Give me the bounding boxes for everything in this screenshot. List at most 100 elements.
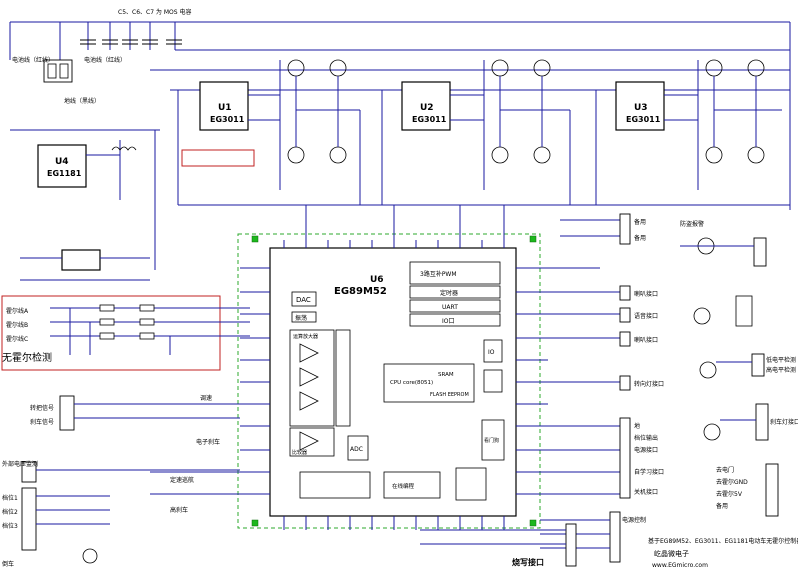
- half-bridge-1: [177, 59, 790, 206]
- u6-uart-label: UART: [442, 304, 458, 311]
- elec-brake-label: 电子刹车: [196, 438, 220, 446]
- battery-connector[interactable]: [43, 59, 73, 83]
- spare1-label: 备用: [634, 218, 646, 226]
- footer-title: 基于EG89M52、EG3011、EG1181电动车无霍尔控制器原理图: [648, 537, 798, 545]
- power-bus: [9, 21, 791, 210]
- bottom-right-connector[interactable]: [540, 511, 621, 563]
- half-bridge-3: [595, 59, 782, 205]
- j-b-label: 去霍尔GND: [716, 478, 748, 486]
- u6-uart-block: [409, 299, 501, 313]
- gear-a-label: 档位1: [2, 494, 18, 502]
- u6-opamp-label: 运算放大器: [293, 333, 318, 340]
- learn-label: 自学习接口: [634, 468, 664, 476]
- input-capacitors: [80, 39, 182, 45]
- ground-lbl: 地: [634, 422, 640, 430]
- u3-chip: [615, 81, 665, 131]
- u6-boundary: [237, 233, 541, 529]
- battery-pos-label: 电池线（红线）: [12, 56, 54, 64]
- u6-bottom-pins: [283, 516, 505, 530]
- light-circuit: [619, 353, 765, 391]
- u6-dac-label: DAC: [296, 296, 311, 304]
- u6-osc-block: [291, 311, 317, 323]
- u6-port-block: [409, 313, 501, 327]
- footer-url: www.EGmicro.com: [652, 562, 708, 569]
- pwr-ctrl-label: 电源控制: [622, 516, 646, 524]
- u6-pins: [251, 235, 537, 527]
- j-a-label: 去电门: [716, 466, 734, 474]
- brake-lamp-circuit: [703, 403, 769, 441]
- u2-part: EG3011: [412, 115, 447, 124]
- u6-adc-label: ADC: [350, 446, 363, 453]
- u1-ref: U1: [218, 103, 232, 113]
- cruise-label: 定速巡航: [170, 476, 194, 484]
- u6-mux-block: [335, 329, 351, 427]
- u6-small-block: [455, 467, 487, 501]
- horn-circuit: [619, 285, 753, 347]
- u6-pwm-block: [409, 261, 501, 285]
- spare-connector[interactable]: [619, 213, 631, 245]
- hall-detect-frame: [1, 295, 221, 371]
- u6-comparator-label: 比较器: [292, 449, 307, 456]
- u6-timer-label: 定时器: [440, 289, 458, 297]
- u6-flash-label: FLASH EEPROM: [430, 392, 469, 398]
- turn-label: 转向灯接口: [634, 380, 664, 388]
- u6-osc-label: 振荡: [295, 314, 307, 322]
- u6-io2-block: [483, 369, 503, 393]
- u6-timer-block: [409, 285, 501, 299]
- power-label: 电源接口: [634, 446, 658, 454]
- u2-chip: [401, 81, 451, 131]
- brake-lamp-label: 刹车灯接口: [770, 418, 798, 426]
- u1-chip: [199, 81, 249, 131]
- annotation-box-u1: [181, 149, 255, 167]
- sensor-b-label: 高电平检测: [766, 366, 796, 374]
- program-connector[interactable]: [420, 523, 577, 567]
- motor-lock-label: 防盗报警: [680, 220, 704, 228]
- u6-opamp-block: [289, 329, 335, 427]
- u6-adc-block: [347, 435, 369, 461]
- u6-left-pins: [240, 267, 270, 495]
- u6-cpu-label: CPU core(8051): [390, 380, 433, 386]
- shutdown-label: 关机接口: [634, 488, 658, 496]
- u6-right-pins: [516, 267, 548, 495]
- left-input-connectors: [21, 395, 240, 564]
- ground-label: 地线（黑线）: [64, 97, 100, 105]
- horn-label: 喇叭接口: [634, 290, 658, 298]
- no-hall-title: 无霍尔检测: [2, 351, 52, 364]
- voice-label: 语音接口: [634, 312, 658, 320]
- gear-c-label: 档位3: [2, 522, 18, 530]
- gear-b-label: 档位2: [2, 508, 18, 516]
- speed-ctrl-label: 调速: [200, 394, 212, 402]
- half-bridge-2: [381, 59, 571, 205]
- u6-dac-block: [291, 291, 317, 307]
- u1-part: EG3011: [210, 115, 245, 124]
- u4-part: EG1181: [47, 169, 82, 178]
- ext-connector[interactable]: [765, 463, 779, 517]
- brake-in-label: 刹车信号: [30, 418, 54, 426]
- hall-c-label: 霍尔线C: [6, 335, 28, 343]
- speaker-label: 喇叭接口: [634, 336, 658, 344]
- hall-b-label: 霍尔线B: [6, 321, 28, 329]
- u4-regulator: [10, 129, 160, 270]
- spare2-label: 备用: [634, 234, 646, 242]
- u6-top-pins: [283, 205, 505, 248]
- u6-part: EG89M52: [334, 286, 387, 297]
- aux-connector[interactable]: [619, 417, 631, 499]
- u6-sram-label: SRAM: [438, 372, 454, 378]
- sensor-a-label: 低电平检测: [766, 356, 796, 364]
- u2-ref: U2: [420, 103, 434, 113]
- u6-ref: U6: [370, 275, 384, 285]
- right-output-wires: [548, 219, 630, 495]
- reverse-label: 倒车: [2, 560, 14, 568]
- ldo-block: [20, 249, 150, 281]
- program-label: 烧写接口: [512, 557, 544, 567]
- j-d-label: 备用: [716, 502, 728, 510]
- gear-out-label: 档位输出: [634, 434, 658, 442]
- hall-a-label: 霍尔线A: [6, 307, 29, 315]
- u6-comparator-block: [289, 427, 335, 457]
- u3-ref: U3: [634, 103, 648, 113]
- battery-neg-label: 电池线（红线）: [84, 56, 126, 64]
- u6-isp-label: 在线编程: [392, 482, 415, 490]
- u6-core-block: [383, 363, 475, 403]
- u4-ref: U4: [55, 157, 69, 167]
- top-note: C5、C6、C7 为 MOS 电容: [118, 8, 191, 16]
